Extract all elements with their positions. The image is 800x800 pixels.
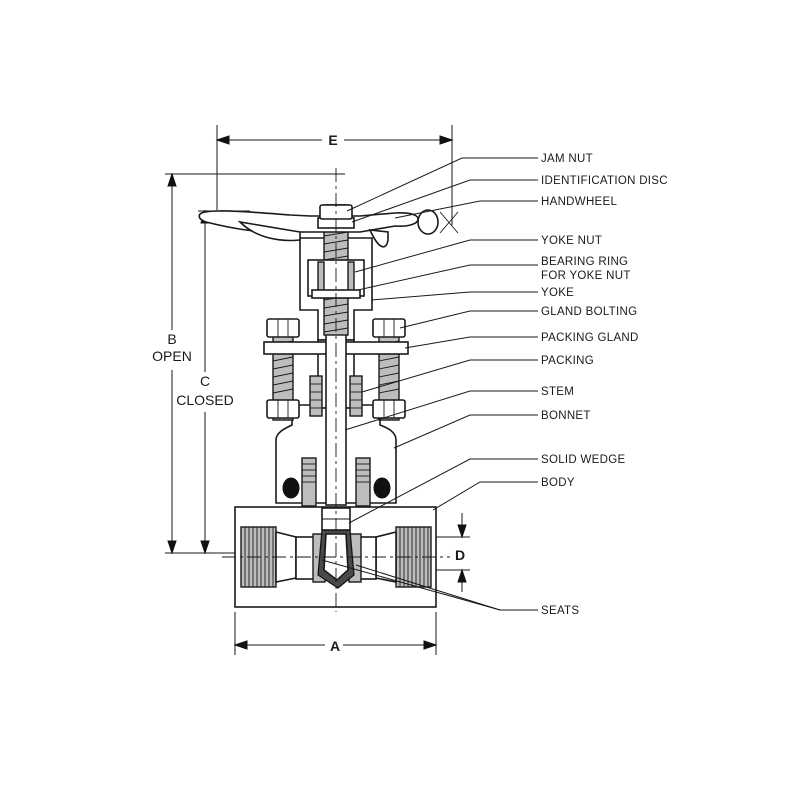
dimension-b: B OPEN <box>152 172 345 555</box>
callout-gland-bolting: GLAND BOLTING <box>541 306 637 318</box>
callout-jam-nut: JAM NUT <box>541 153 593 165</box>
callout-identification-disc: IDENTIFICATION DISC <box>541 175 668 187</box>
callout-solid-wedge: SOLID WEDGE <box>541 454 625 466</box>
center-lines <box>222 168 450 612</box>
callout-bonnet: BONNET <box>541 410 591 422</box>
dimension-c-note: CLOSED <box>176 392 234 408</box>
callout-labels: JAM NUT IDENTIFICATION DISC HANDWHEEL YO… <box>541 153 668 617</box>
callout-packing-gland: PACKING GLAND <box>541 332 639 344</box>
callout-leaders <box>321 157 538 611</box>
callout-yoke: YOKE <box>541 287 574 299</box>
dimension-d: D <box>430 513 470 592</box>
packing-gland <box>263 341 409 417</box>
dimension-a: A <box>233 612 438 655</box>
dimension-b-label: B <box>167 331 176 347</box>
callout-bearing-ring-note: FOR YOKE NUT <box>541 270 631 282</box>
callout-yoke-nut: YOKE NUT <box>541 235 602 247</box>
dimension-e-label: E <box>328 132 337 148</box>
handwheel <box>198 204 459 248</box>
callout-stem: STEM <box>541 386 574 398</box>
dimension-a-label: A <box>330 638 340 654</box>
callout-packing: PACKING <box>541 355 594 367</box>
dimension-d-label: D <box>455 547 465 563</box>
dimension-e: E <box>215 125 454 225</box>
dimension-b-note: OPEN <box>152 348 192 364</box>
callout-body: BODY <box>541 477 575 489</box>
callout-handwheel: HANDWHEEL <box>541 196 617 208</box>
dimension-c-label: C <box>200 373 210 389</box>
dimension-c: C CLOSED <box>174 209 250 555</box>
callout-bearing-ring: BEARING RING <box>541 256 628 268</box>
callout-seats: SEATS <box>541 605 579 617</box>
